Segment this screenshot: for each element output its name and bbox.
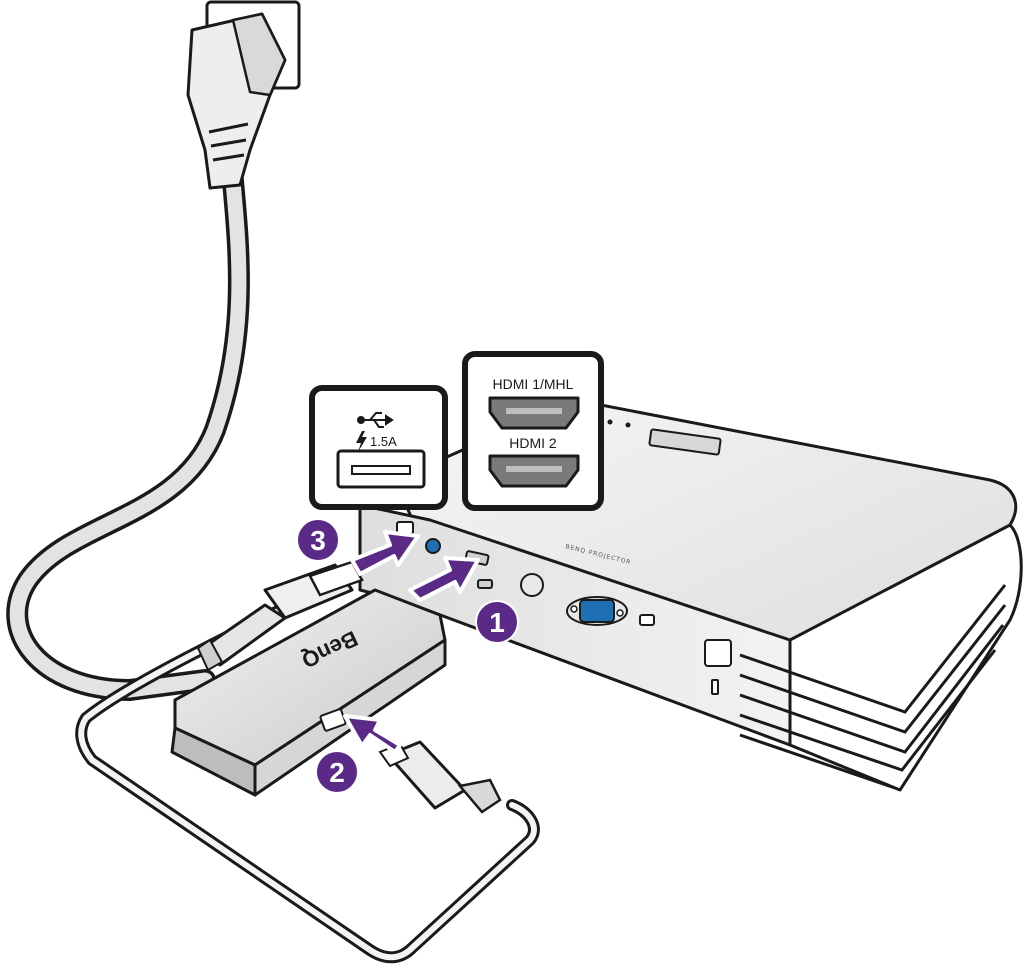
- arrow-step1: [408, 556, 480, 602]
- hdmi-port-callout: HDMI 1/MHL HDMI 2: [462, 351, 604, 511]
- projector: BENQ PROJECTOR: [358, 398, 1023, 792]
- hdmi1-label: HDMI 1/MHL: [493, 376, 574, 392]
- power-cable: [6, 159, 250, 701]
- arrow-step3: [350, 530, 420, 576]
- svg-text:1: 1: [489, 607, 505, 638]
- usb-plug: [196, 560, 364, 672]
- svg-text:2: 2: [329, 757, 345, 788]
- lightning-icon: [356, 431, 367, 452]
- step-arrows: [343, 530, 480, 754]
- projector-vents: [739, 584, 1007, 790]
- hdmi2-label: HDMI 2: [509, 435, 557, 451]
- usb-icon: [357, 412, 394, 428]
- step-badge-2: 2: [315, 750, 359, 794]
- usb-power-label: 1.5A: [370, 434, 397, 449]
- svg-text:3: 3: [310, 525, 326, 556]
- usb-cable: [75, 594, 540, 964]
- micro-usb-plug: [378, 740, 502, 814]
- usb-port-callout: 1.5A: [309, 385, 448, 510]
- step-badge-1: 1: [475, 600, 519, 644]
- power-plug-icon: [186, 12, 287, 190]
- step-badge-3: 3: [296, 518, 340, 562]
- vga-port-icon: [566, 596, 628, 626]
- arrow-step2: [343, 714, 402, 754]
